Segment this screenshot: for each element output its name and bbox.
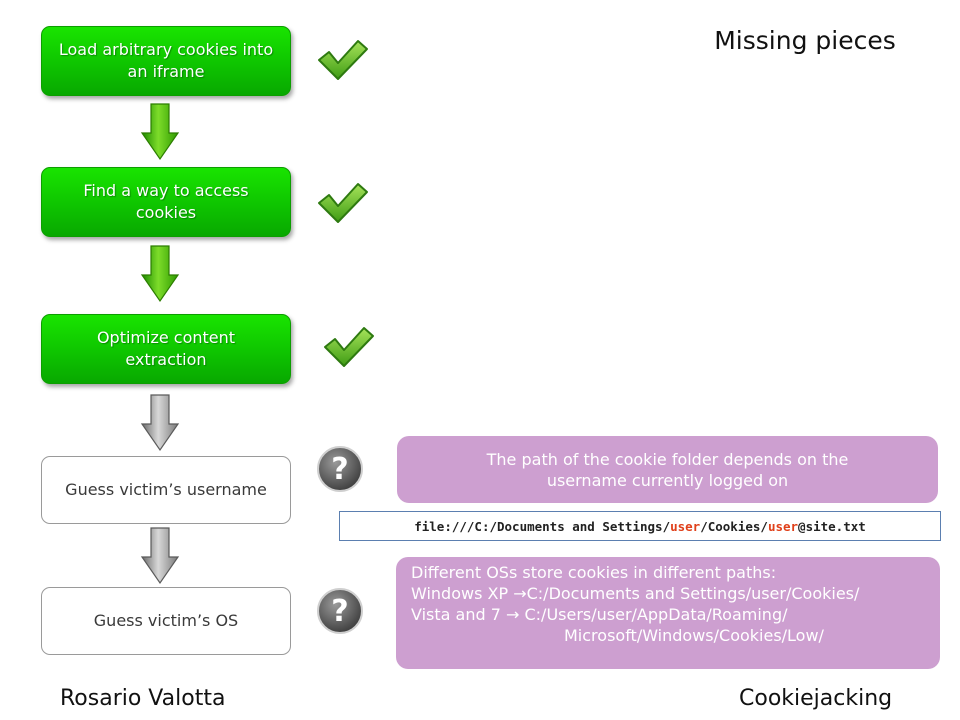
vista-label: Vista and 7 (411, 605, 506, 624)
callout-os-vista: Vista and 7 → C:/Users/user/AppData/Roam… (411, 604, 930, 625)
path-middle: /Cookies/ (700, 518, 768, 534)
step-guess-username: Guess victim’s username (41, 456, 291, 524)
path-prefix: file:///C:/Documents and Settings/ (414, 518, 671, 534)
step-optimize-extraction: Optimize content extraction (41, 314, 291, 384)
svg-text:?: ? (331, 452, 348, 487)
cookie-path-box: file:///C:/Documents and Settings/user/C… (339, 511, 941, 541)
step-access-cookies: Find a way to access cookies (41, 167, 291, 237)
callout-os-xp: Windows XP →C:/Documents and Settings/us… (411, 583, 930, 604)
green-down-arrow-icon (140, 245, 180, 303)
green-down-arrow-icon (140, 103, 180, 161)
question-mark-icon: ? (317, 588, 363, 634)
check-mark-icon (318, 183, 368, 223)
step-label: Optimize content extraction (96, 328, 236, 369)
check-mark-icon (318, 40, 368, 80)
callout-username-text: The path of the cookie folder depends on… (486, 449, 849, 490)
svg-text:?: ? (331, 594, 348, 629)
arrow-right-icon: → (506, 605, 520, 624)
step-label: Guess victim’s username (65, 480, 267, 499)
gray-down-arrow-icon (140, 527, 180, 585)
vista-path: C:/Users/user/AppData/Roaming/ (519, 605, 788, 624)
path-user-highlight: user (670, 518, 701, 534)
step-load-cookies: Load arbitrary cookies into an iframe (41, 26, 291, 96)
callout-os: Different OSs store cookies in different… (396, 557, 940, 669)
callout-os-intro: Different OSs store cookies in different… (411, 563, 777, 582)
step-guess-os: Guess victim’s OS (41, 587, 291, 655)
step-label: Load arbitrary cookies into an iframe (58, 40, 274, 81)
gray-down-arrow-icon (140, 394, 180, 452)
arrow-right-icon: → (513, 584, 527, 603)
path-suffix: @site.txt (798, 518, 866, 534)
path-user-highlight: user (767, 518, 799, 534)
footer-author: Rosario Valotta (60, 686, 226, 711)
xp-label: Windows XP (411, 584, 514, 603)
callout-username: The path of the cookie folder depends on… (397, 436, 938, 503)
step-label: Find a way to access cookies (83, 181, 249, 222)
footer-topic: Cookiejacking (739, 686, 893, 711)
question-mark-icon: ? (317, 446, 363, 492)
page-title: Missing pieces (714, 26, 896, 55)
step-label: Guess victim’s OS (93, 611, 239, 630)
check-mark-icon (324, 327, 374, 367)
callout-os-vista-cont: Microsoft/Windows/Cookies/Low/ (564, 626, 824, 645)
xp-path: C:/Documents and Settings/user/Cookies/ (526, 584, 860, 603)
